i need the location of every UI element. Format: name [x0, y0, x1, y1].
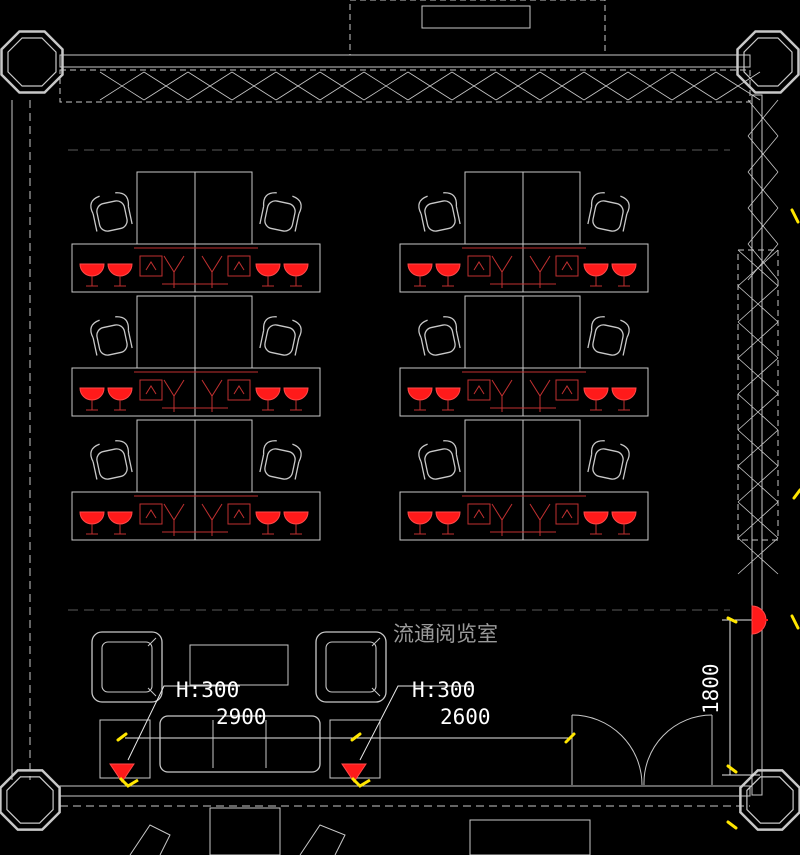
- height-label-right: H:300: [412, 678, 475, 702]
- bottom-chair-right: [299, 824, 346, 855]
- workstation-group: [71, 171, 321, 293]
- socket-symbol: [255, 511, 281, 535]
- socket-markers: [109, 208, 800, 830]
- socket-symbol: [283, 387, 309, 411]
- dimension-label-vertical: 1800: [699, 663, 723, 714]
- workstation-group: [399, 171, 649, 293]
- wiring-symbols: [134, 371, 258, 412]
- marker-tick: [792, 488, 800, 500]
- column-bottom-left: [0, 769, 61, 831]
- bottom-counter: [469, 819, 591, 855]
- workstation-area: [71, 171, 649, 541]
- top-wall: [59, 54, 751, 68]
- dimension-label-right: 2600: [440, 705, 491, 729]
- socket-symbol: [79, 511, 105, 535]
- socket-symbol: [583, 263, 609, 287]
- socket-symbol: [407, 511, 433, 535]
- chair: [90, 440, 133, 480]
- wiring-symbols: [462, 247, 586, 288]
- socket-symbol: [583, 387, 609, 411]
- marker-tick: [726, 616, 738, 624]
- socket-symbol: [283, 511, 309, 535]
- top-beam-hatch: [99, 71, 761, 101]
- chair: [90, 192, 133, 232]
- socket-symbol: [611, 387, 637, 411]
- marker-tick: [726, 820, 738, 830]
- height-label-left: H:300: [176, 678, 239, 702]
- chair: [259, 316, 302, 356]
- workstation-group: [399, 419, 649, 541]
- wiring-symbols: [462, 495, 586, 536]
- floor-socket-left: [109, 763, 139, 788]
- marker-tick: [726, 764, 738, 774]
- floor-socket-right: [341, 763, 371, 788]
- top-beam: [59, 69, 751, 103]
- lounge-furniture: [91, 631, 387, 779]
- socket-symbol: [435, 511, 461, 535]
- socket-symbol: [79, 387, 105, 411]
- bottom-table: [209, 807, 281, 855]
- marker-tick: [564, 732, 576, 744]
- wiring-symbols: [134, 247, 258, 288]
- chair: [90, 316, 133, 356]
- chair: [418, 440, 461, 480]
- bottom-wall: [59, 785, 751, 797]
- wall-socket: [751, 605, 768, 635]
- socket-symbol: [255, 387, 281, 411]
- socket-symbol: [407, 387, 433, 411]
- door-swing-right: [643, 714, 713, 786]
- chair: [259, 440, 302, 480]
- workstation-group: [71, 295, 321, 417]
- socket-symbol: [435, 263, 461, 287]
- socket-symbol: [611, 511, 637, 535]
- chair: [587, 440, 630, 480]
- room-label: 流通阅览室: [393, 622, 498, 646]
- wiring-symbols: [462, 371, 586, 412]
- leader-line-right: [359, 685, 474, 761]
- socket-symbol: [435, 387, 461, 411]
- marker-tick: [350, 732, 362, 742]
- coffee-table: [189, 644, 289, 686]
- armchair-right: [315, 631, 387, 703]
- top-window: [421, 5, 531, 29]
- marker-tick: [116, 732, 128, 742]
- wiring-symbols: [134, 495, 258, 536]
- socket-symbol: [79, 263, 105, 287]
- sofa: [159, 715, 321, 773]
- socket-symbol: [283, 263, 309, 287]
- chair: [587, 316, 630, 356]
- leader-line-left: [127, 685, 240, 761]
- marker-tick: [790, 614, 800, 630]
- chair: [418, 192, 461, 232]
- dimension-label-left: 2900: [216, 705, 267, 729]
- chair: [587, 192, 630, 232]
- socket-symbol: [583, 511, 609, 535]
- bottom-chair-left: [129, 824, 171, 855]
- socket-symbol: [107, 387, 133, 411]
- socket-symbol: [407, 263, 433, 287]
- chair: [259, 192, 302, 232]
- armchair-left: [91, 631, 163, 703]
- marker-tick: [790, 208, 800, 224]
- right-beam-hatch: [737, 99, 779, 575]
- top-room: [349, 0, 606, 56]
- socket-symbol: [611, 263, 637, 287]
- right-beam: [737, 249, 779, 541]
- workstation-group: [71, 419, 321, 541]
- column-bottom-right: [739, 769, 800, 831]
- socket-symbol: [255, 263, 281, 287]
- column-top-right: [736, 30, 800, 94]
- chair: [418, 316, 461, 356]
- right-wall: [751, 94, 763, 796]
- column-top-left: [0, 30, 64, 94]
- door-swing-left: [571, 714, 643, 786]
- workstation-group: [399, 295, 649, 417]
- socket-symbol: [107, 263, 133, 287]
- socket-symbol: [107, 511, 133, 535]
